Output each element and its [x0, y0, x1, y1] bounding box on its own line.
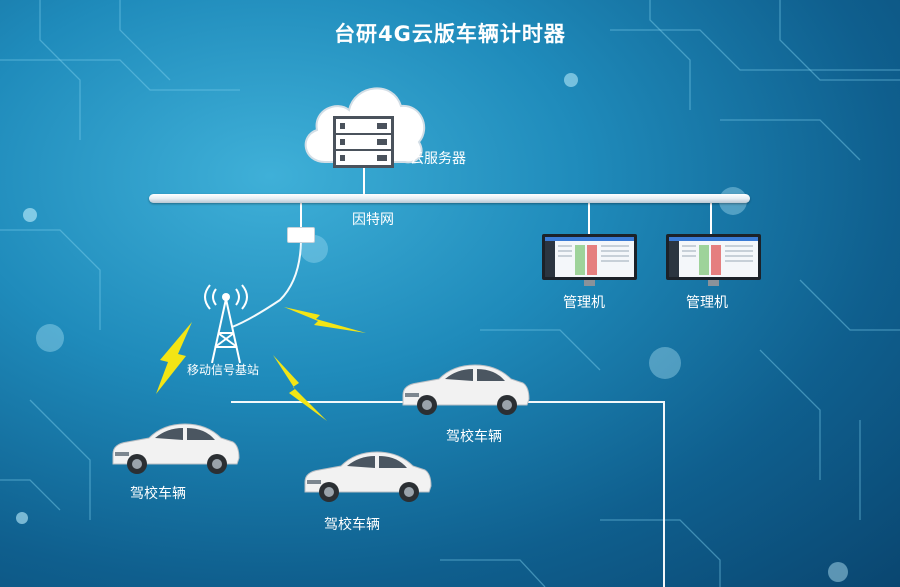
car-icon [304, 451, 432, 502]
dashboard-screen [545, 237, 634, 277]
manager-label-1: 管理机 [563, 295, 605, 311]
internet-bus-line [149, 194, 750, 203]
cloud-server-label: 云服务器 [410, 151, 466, 167]
car-label-1: 驾校车辆 [446, 429, 502, 445]
car-label-2: 驾校车辆 [130, 486, 186, 502]
dashboard-screen [669, 237, 758, 277]
base-station-label: 移动信号基站 [187, 363, 260, 377]
internet-label: 因特网 [352, 212, 394, 228]
lightning-icon [156, 322, 192, 394]
monitor-icon [666, 234, 761, 286]
diagram-title: 台研4G云版车辆计时器 [334, 22, 566, 46]
server-icon [333, 116, 394, 168]
monitor-icon [542, 234, 637, 286]
car-label-3: 驾校车辆 [324, 517, 380, 533]
router-icon [287, 227, 315, 243]
car-icon [402, 364, 530, 415]
lightning-icon [284, 307, 366, 333]
signal-tower-icon [204, 284, 248, 363]
car-icon [112, 423, 240, 474]
lightning-icon [273, 355, 327, 421]
manager-label-2: 管理机 [686, 295, 728, 311]
